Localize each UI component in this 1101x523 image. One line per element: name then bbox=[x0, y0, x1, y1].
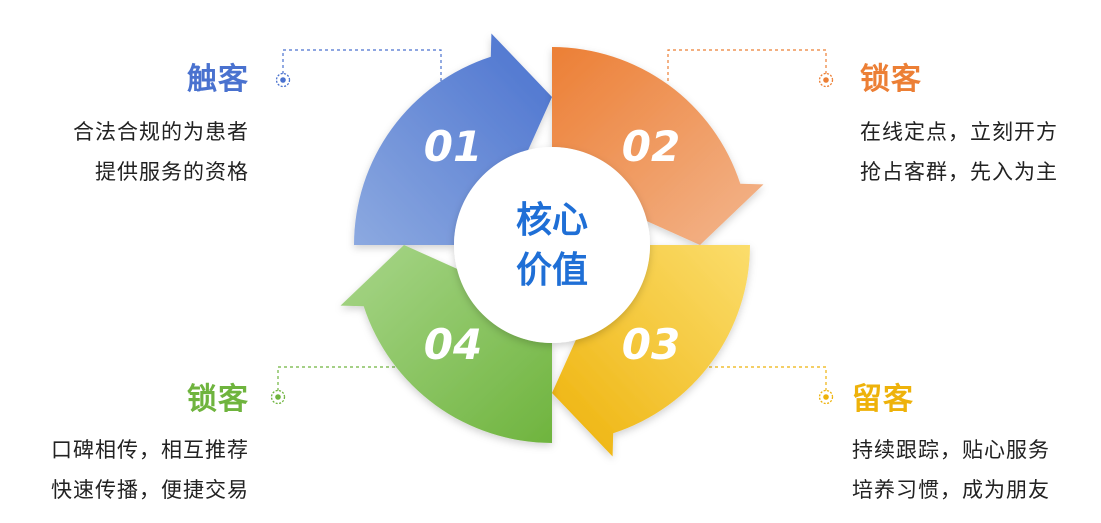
segment-2-line-2: 抢占客群，先入为主 bbox=[860, 160, 1058, 184]
connector-line-2 bbox=[667, 49, 827, 82]
segment-1-label: 触客 合法合规的为患者 提供服务的资格 bbox=[73, 62, 249, 192]
segment-4-number: 04 bbox=[424, 320, 482, 369]
segment-3-title: 留客 bbox=[852, 382, 914, 417]
connector-line-1 bbox=[282, 49, 442, 82]
center-label-line2: 价值 bbox=[516, 250, 588, 291]
segment-3-line-2: 培养习惯，成为朋友 bbox=[852, 478, 1050, 502]
segment-2-number: 02 bbox=[622, 122, 680, 171]
arrow-segment-4 bbox=[340, 245, 552, 443]
segment-1-title: 触客 bbox=[187, 62, 249, 97]
arrow-segment-1 bbox=[354, 33, 552, 245]
segment-3-number: 03 bbox=[622, 320, 680, 369]
arrow-segment-3 bbox=[552, 245, 750, 457]
arrow-segments bbox=[340, 33, 764, 457]
target-icon bbox=[275, 72, 291, 88]
target-icon bbox=[270, 389, 286, 405]
center-circle bbox=[454, 147, 650, 343]
segment-3-label: 留客 持续跟踪，贴心服务 培养习惯，成为朋友 bbox=[852, 382, 1050, 510]
target-markers bbox=[270, 72, 834, 405]
segment-1-number: 01 bbox=[424, 122, 482, 171]
arrow-segment-2 bbox=[552, 47, 764, 245]
target-icon bbox=[818, 389, 834, 405]
connector-line-3 bbox=[705, 366, 827, 397]
segment-2-label: 锁客 在线定点，立刻开方 抢占客群，先入为主 bbox=[860, 62, 1058, 192]
segment-2-line-1: 在线定点，立刻开方 bbox=[860, 120, 1058, 144]
connector-lines bbox=[277, 49, 827, 397]
center-label-line1: 核心 bbox=[516, 200, 588, 241]
segment-numbers: 01 02 03 04 bbox=[424, 122, 680, 369]
segment-4-line-2: 快速传播，便捷交易 bbox=[51, 478, 249, 502]
connector-line-4 bbox=[277, 366, 400, 397]
segment-2-title: 锁客 bbox=[860, 62, 922, 97]
segment-1-line-1: 合法合规的为患者 bbox=[73, 120, 249, 144]
target-icon bbox=[818, 72, 834, 88]
segment-4-line-1: 口碑相传，相互推荐 bbox=[51, 438, 249, 462]
segment-3-line-1: 持续跟踪，贴心服务 bbox=[852, 438, 1050, 462]
segment-4-title: 锁客 bbox=[187, 382, 249, 417]
segment-4-label: 锁客 口碑相传，相互推荐 快速传播，便捷交易 bbox=[51, 382, 249, 510]
segment-1-line-2: 提供服务的资格 bbox=[95, 160, 249, 184]
